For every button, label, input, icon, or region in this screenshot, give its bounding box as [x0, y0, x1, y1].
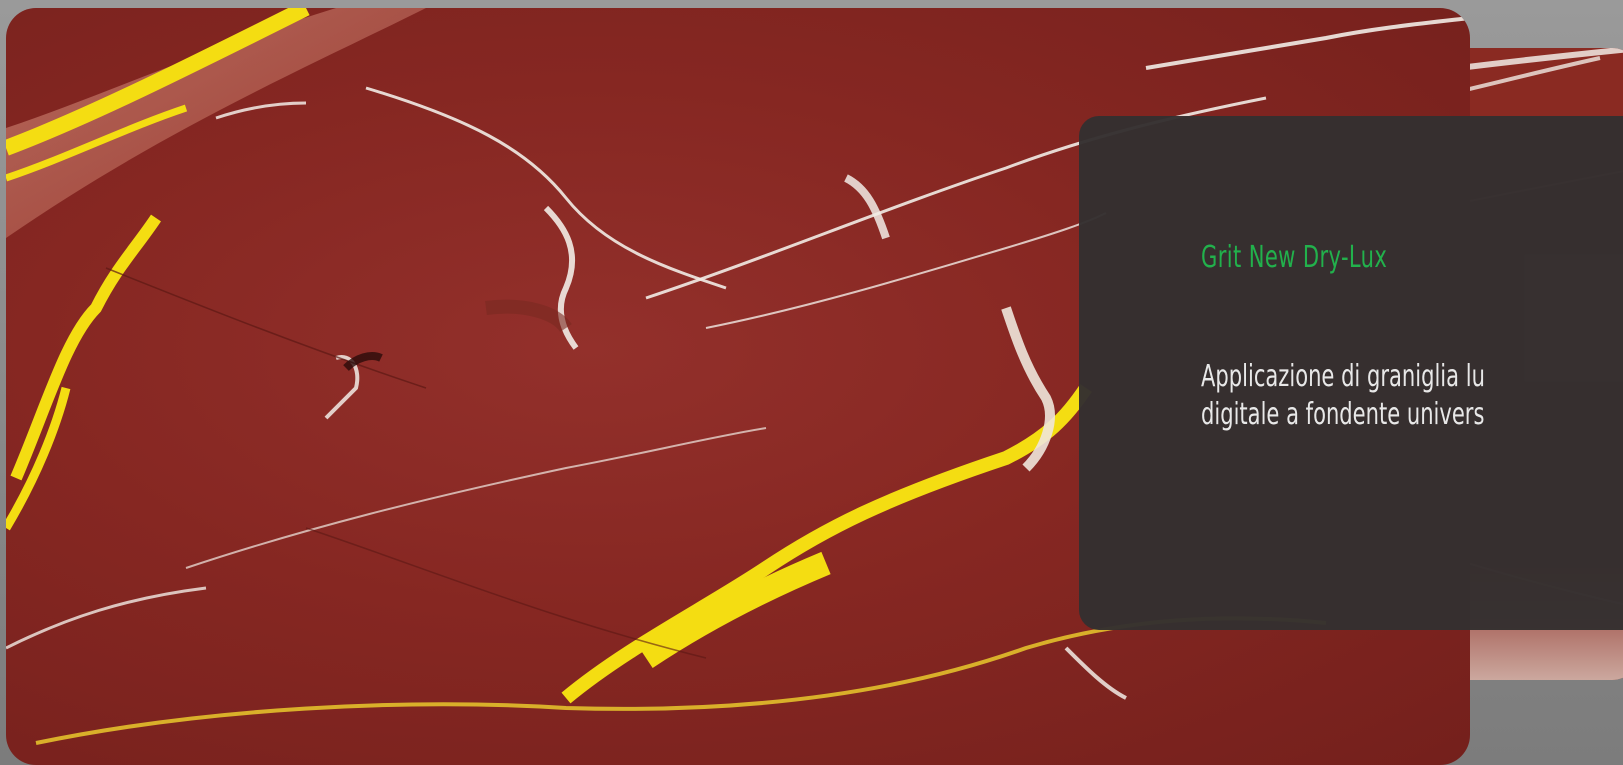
slide-title: Grit New Dry-Lux — [1201, 240, 1388, 275]
slide-description: Applicazione di graniglia lu digitale a … — [1201, 358, 1485, 434]
slide-description-line: digitale a fondente univers — [1201, 397, 1485, 432]
slide-description-line: Applicazione di graniglia lu — [1201, 359, 1485, 394]
slide-caption-panel: Grit New Dry-Lux Applicazione di granigl… — [1079, 116, 1623, 630]
marble-slab-image — [6, 8, 1470, 745]
